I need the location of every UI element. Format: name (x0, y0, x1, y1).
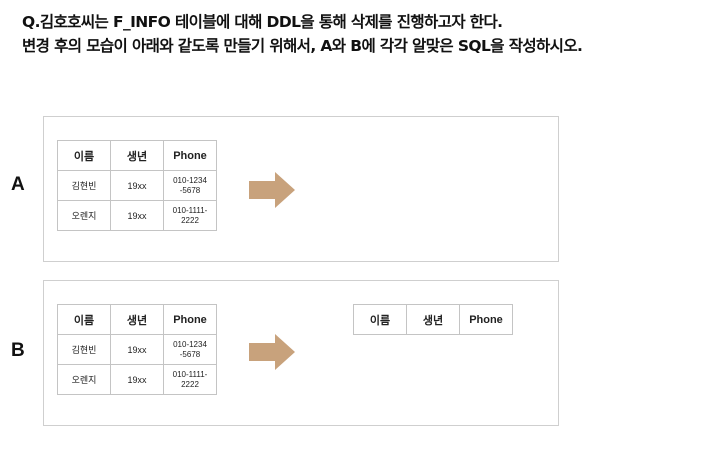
table-a-before: 이름 생년 Phone 김현빈 19xx 010-1234-5678 오렌지 1… (57, 140, 217, 231)
question-line-1: Q.김호호씨는 F_INFO 테이블에 대해 DDL을 통해 삭제를 진행하고자… (22, 13, 503, 31)
cell-birth: 19xx (110, 200, 164, 231)
cell-birth: 19xx (110, 364, 164, 395)
cell-phone: 010-1234-5678 (163, 334, 217, 365)
table-header-row: 이름 생년 Phone (353, 304, 513, 335)
table-row: 김현빈 19xx 010-1234-5678 (57, 170, 217, 201)
cell-birth: 19xx (110, 170, 164, 201)
table-b-after: 이름 생년 Phone (353, 304, 513, 335)
cell-phone: 010-1234-5678 (163, 170, 217, 201)
cell-birth: 19xx (110, 334, 164, 365)
table-row: 김현빈 19xx 010-1234-5678 (57, 334, 217, 365)
cell-phone: 010-1111-2222 (163, 364, 217, 395)
table-header-row: 이름 생년 Phone (57, 304, 217, 335)
arrow-right-icon (249, 172, 295, 208)
question-line-2: 변경 후의 모습이 아래와 같도록 만들기 위해서, A와 B에 각각 알맞은 … (22, 37, 583, 55)
header-phone: Phone (163, 140, 217, 171)
cell-phone: 010-1111-2222 (163, 200, 217, 231)
table-b-before: 이름 생년 Phone 김현빈 19xx 010-1234-5678 오렌지 1… (57, 304, 217, 395)
header-name: 이름 (57, 140, 111, 171)
table-row: 오렌지 19xx 010-1111-2222 (57, 364, 217, 395)
table-row: 오렌지 19xx 010-1111-2222 (57, 200, 217, 231)
header-name: 이름 (353, 304, 407, 335)
question-text: Q.김호호씨는 F_INFO 테이블에 대해 DDL을 통해 삭제를 진행하고자… (22, 10, 712, 58)
cell-name: 오렌지 (57, 200, 111, 231)
cell-name: 김현빈 (57, 334, 111, 365)
section-label-a: A (11, 174, 25, 195)
header-name: 이름 (57, 304, 111, 335)
header-birth: 생년 (110, 140, 164, 171)
arrow-right-icon (249, 334, 295, 370)
cell-name: 오렌지 (57, 364, 111, 395)
section-label-b: B (11, 340, 25, 361)
header-birth: 생년 (406, 304, 460, 335)
header-birth: 생년 (110, 304, 164, 335)
cell-name: 김현빈 (57, 170, 111, 201)
table-header-row: 이름 생년 Phone (57, 140, 217, 171)
header-phone: Phone (459, 304, 513, 335)
header-phone: Phone (163, 304, 217, 335)
